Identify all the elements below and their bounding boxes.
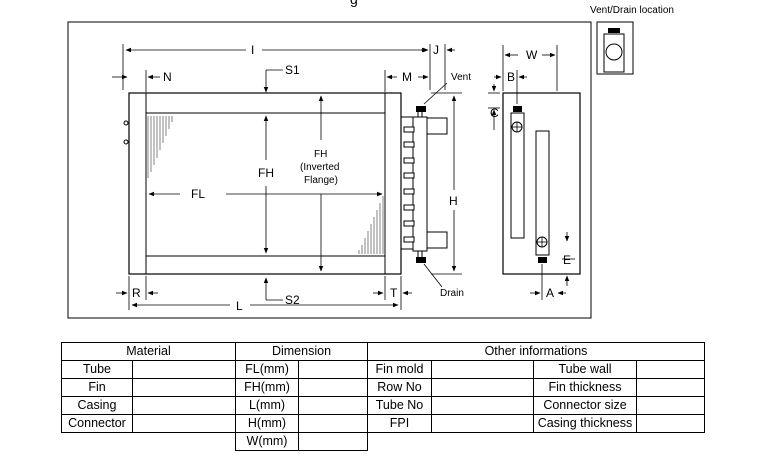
dim-label-FH-inverted-2: (Inverted [300, 162, 339, 173]
dim-label-J: J [433, 43, 439, 57]
table-row: Fin FH(mm) Row No Fin thickness [61, 378, 705, 397]
other-left-value[interactable] [431, 378, 534, 397]
other-right-label: Connector size [533, 396, 637, 415]
other-left-label: FPI [367, 414, 432, 433]
main-view-frame [67, 21, 592, 319]
vent-drain-location-label: Vent/Drain location [590, 5, 674, 16]
dim-label-FH-inverted: FH [314, 149, 327, 160]
empty-cell [637, 433, 705, 451]
dim-label-H: H [449, 194, 458, 208]
dimension-label: FL(mm) [235, 360, 299, 379]
header-other: Other informations [367, 342, 705, 361]
empty-cell [534, 433, 637, 451]
empty-cell [368, 433, 432, 451]
spec-table: Material Dimension Other informations Tu… [61, 342, 705, 451]
dimension-label: FH(mm) [235, 378, 299, 397]
material-label: Tube [61, 360, 133, 379]
material-value[interactable] [132, 396, 236, 415]
dim-label-N: N [163, 70, 172, 84]
dimension-value[interactable] [298, 414, 368, 433]
dim-label-R: R [132, 286, 141, 300]
dim-label-M: M [402, 70, 412, 84]
dim-label-W: W [526, 48, 538, 62]
dim-label-E: E [563, 253, 571, 267]
dim-label-FL: FL [191, 187, 205, 201]
empty-cell [62, 433, 133, 451]
dim-label-S1: S1 [285, 63, 300, 77]
other-right-label: Fin thickness [533, 378, 637, 397]
other-right-label: Casing thickness [533, 414, 637, 433]
other-left-value[interactable] [431, 396, 534, 415]
other-right-value[interactable] [636, 378, 705, 397]
title-fragment: g [350, 0, 358, 7]
header-assembly [400, 106, 448, 263]
material-label: Connector [61, 414, 133, 433]
dimension-value[interactable] [298, 432, 368, 451]
other-right-value[interactable] [636, 414, 705, 433]
empty-cell [432, 433, 534, 451]
front-view [123, 92, 448, 275]
other-right-label: Tube wall [533, 360, 637, 379]
dimension-value[interactable] [298, 378, 368, 397]
other-left-label: Row No [367, 378, 432, 397]
material-value[interactable] [132, 360, 236, 379]
dim-label-L: L [236, 299, 243, 313]
material-label: Fin [61, 378, 133, 397]
material-label: Casing [61, 396, 133, 415]
other-left-label: Fin mold [367, 360, 432, 379]
table-row: Tube FL(mm) Fin mold Tube wall [61, 360, 705, 379]
coil-drawing: g Vent/Drain location [67, 0, 674, 319]
dim-label-I: I [251, 43, 254, 57]
other-right-value[interactable] [636, 360, 705, 379]
material-value[interactable] [132, 378, 236, 397]
vent-label: Vent [451, 72, 471, 83]
vent-drain-frame [596, 21, 634, 75]
table-header-row: Material Dimension Other informations [61, 342, 705, 361]
dim-label-A: A [546, 286, 554, 300]
table-row: Casing L(mm) Tube No Connector size [61, 396, 705, 415]
dim-label-FH: FH [258, 166, 274, 180]
other-left-value[interactable] [431, 414, 534, 433]
table-row: W(mm) [62, 432, 705, 451]
side-view [502, 92, 581, 275]
dim-label-FH-inverted-3: Flange) [304, 175, 338, 186]
table-row: Connector H(mm) FPI Casing thickness [61, 414, 705, 433]
header-dimension: Dimension [235, 342, 368, 361]
other-right-value[interactable] [636, 396, 705, 415]
dimension-value[interactable] [298, 360, 368, 379]
other-left-label: Tube No [367, 396, 432, 415]
dim-label-S2: S2 [285, 293, 300, 307]
dimension-label: L(mm) [235, 396, 299, 415]
dimension-value[interactable] [298, 396, 368, 415]
fin-hatch-bottom [358, 196, 384, 254]
other-left-value[interactable] [431, 360, 534, 379]
header-material: Material [61, 342, 236, 361]
dim-label-B: B [507, 70, 515, 84]
dim-label-T: T [390, 286, 398, 300]
fin-hatch-top [147, 116, 173, 178]
dim-label-C: C [490, 106, 499, 120]
drain-label: Drain [440, 288, 464, 299]
dimension-label: W(mm) [235, 432, 299, 451]
vent-drain-icon [603, 28, 625, 73]
material-value[interactable] [132, 414, 236, 433]
dimension-label: H(mm) [235, 414, 299, 433]
empty-cell [133, 433, 236, 451]
